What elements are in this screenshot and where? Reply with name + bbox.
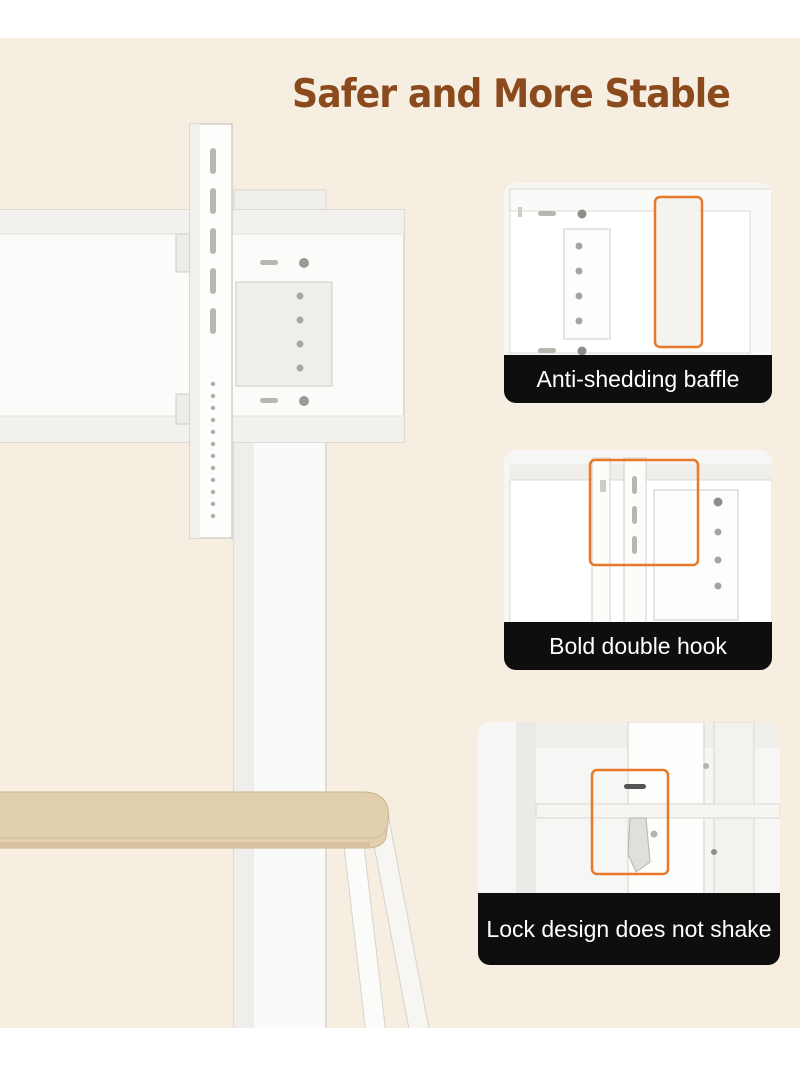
product-canvas: Safer and More Stable Anti-shedding baff…	[0, 38, 800, 1028]
feature-card-lock-design: Lock design does not shake	[478, 722, 780, 965]
highlight-frame-icon	[588, 458, 700, 567]
highlight-frame-icon	[653, 195, 704, 349]
feature-caption: Anti-shedding baffle	[504, 355, 772, 403]
headline: Safer and More Stable	[292, 72, 731, 117]
highlight-frame-icon	[590, 768, 670, 876]
feature-caption: Bold double hook	[504, 622, 772, 670]
feature-card-anti-shedding-baffle: Anti-shedding baffle	[504, 183, 772, 403]
feature-card-bold-double-hook: Bold double hook	[504, 450, 772, 670]
feature-caption: Lock design does not shake	[478, 893, 780, 965]
tv-stand-illustration	[0, 123, 430, 1028]
